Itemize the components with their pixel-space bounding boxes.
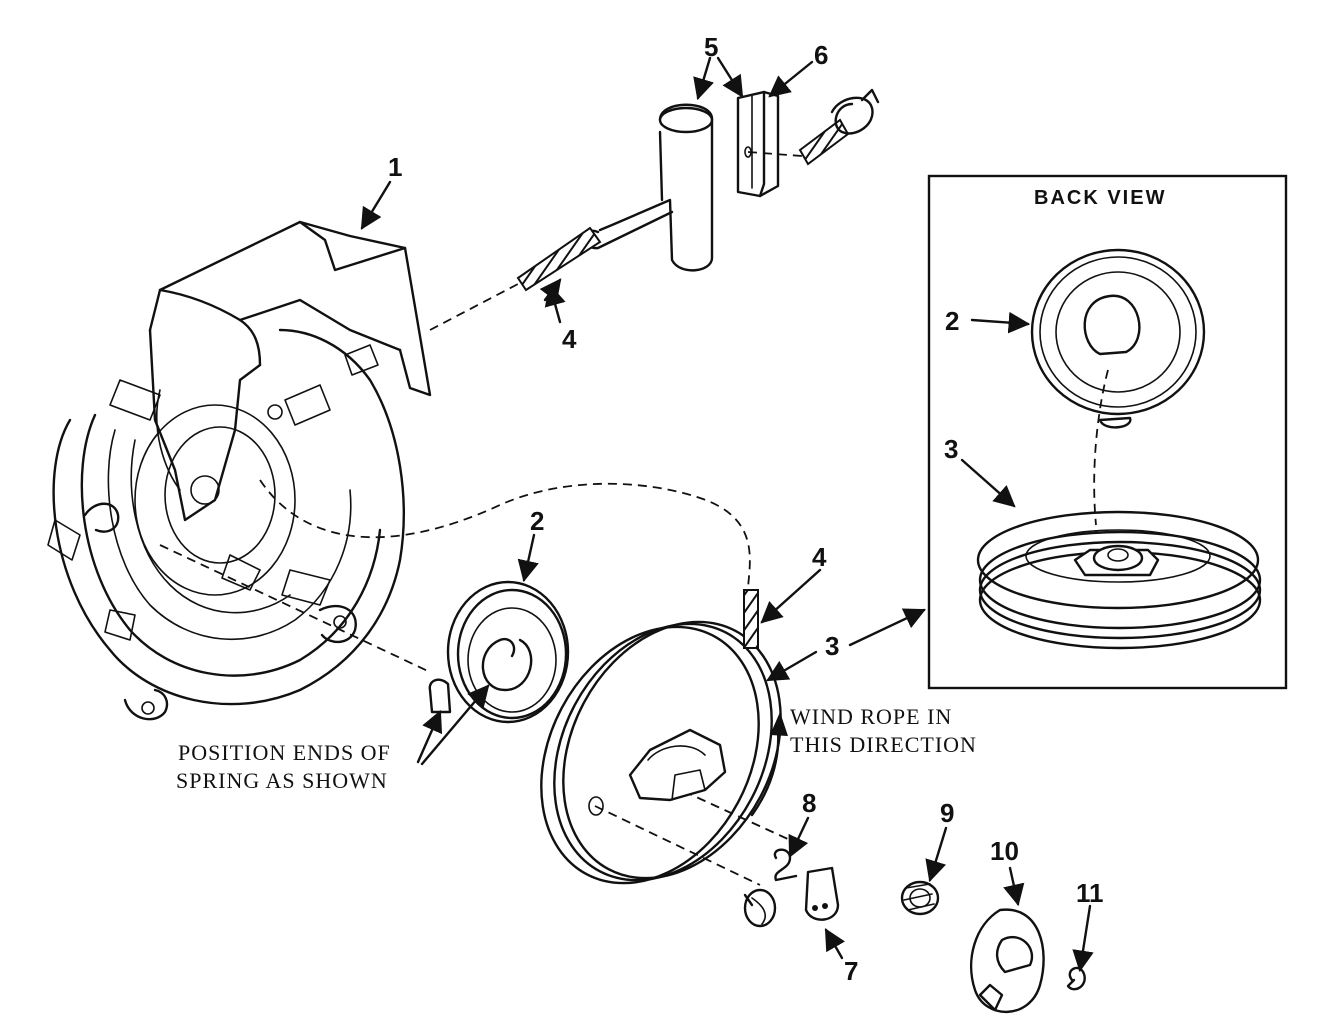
callout-3: 3 [825, 631, 839, 661]
callout-labels: 1 2 2 3 3 4 4 5 6 7 8 9 10 11 [388, 32, 1104, 986]
callout-8: 8 [802, 788, 816, 818]
rope-note-line-2: THIS DIRECTION [790, 732, 977, 757]
rewind-spring [428, 580, 570, 724]
e-clip [1066, 966, 1086, 991]
callout-1: 1 [388, 152, 402, 182]
inset-spring [1030, 248, 1206, 429]
starter-housing [47, 220, 432, 721]
spacer-spring [900, 880, 940, 916]
rope-knot [798, 88, 880, 166]
inset-pulley [976, 510, 1262, 650]
callout-arrows [360, 56, 1094, 973]
retainer-cup [970, 908, 1045, 1014]
starter-handle [583, 103, 714, 272]
callout-10: 10 [990, 836, 1019, 866]
callout-6: 6 [814, 40, 828, 70]
handle-insert [736, 90, 780, 198]
callout-4-rope-handle: 4 [562, 324, 577, 354]
spring-note-line-2: SPRING AS SHOWN [176, 768, 388, 793]
callout-3-back-view: 3 [944, 434, 958, 464]
callout-2: 2 [530, 506, 544, 536]
callout-11: 11 [1076, 878, 1104, 908]
wind-direction-arrow [750, 712, 788, 817]
callout-4-rope-pulley: 4 [812, 542, 827, 572]
callout-7: 7 [844, 956, 858, 986]
inset-title: BACK VIEW [1034, 187, 1166, 209]
notes: POSITION ENDS OF SPRING AS SHOWN WIND RO… [176, 704, 977, 793]
spring-note-line-1: POSITION ENDS OF [178, 740, 391, 765]
pawl [804, 866, 840, 921]
brake-spring [773, 848, 798, 882]
callout-arrow-4-top [544, 283, 566, 324]
inset-frame [927, 174, 1288, 690]
callout-2-back-view: 2 [945, 306, 959, 336]
rope-note-line-1: WIND ROPE IN [790, 704, 952, 729]
retainer-screw [743, 888, 777, 928]
callout-5: 5 [704, 32, 718, 62]
back-view-inset: BACK VIEW [927, 174, 1288, 690]
rope-segment-top [516, 226, 602, 292]
rope-pulley [540, 589, 782, 885]
callout-9: 9 [940, 798, 954, 828]
